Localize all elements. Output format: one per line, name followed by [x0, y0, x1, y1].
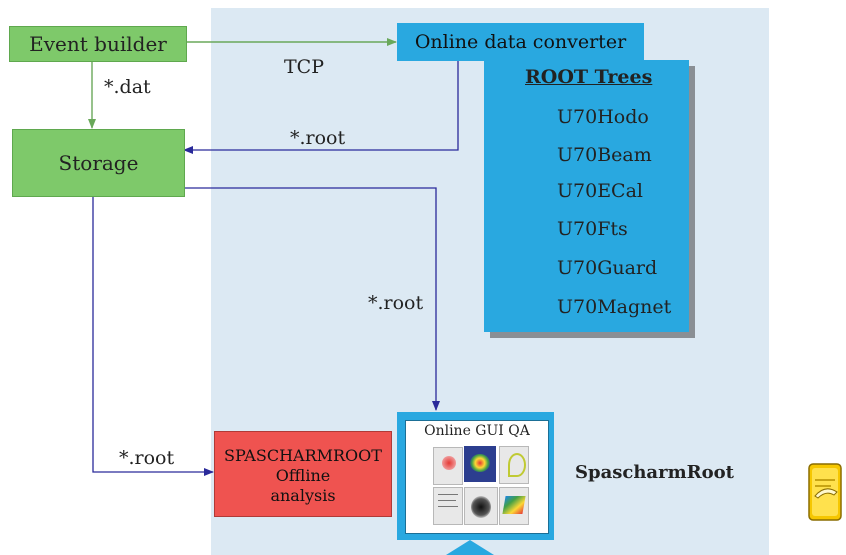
online-data-converter-node: Online data converter [397, 23, 644, 61]
monitor-stand [446, 540, 494, 555]
tree-item-ecal: U70ECal [557, 180, 644, 202]
edge-storage-gui [184, 187, 440, 411]
tree-item-hodo: U70Hodo [557, 106, 649, 128]
offline-analysis-line-2: Offline [275, 466, 331, 485]
edge-storage-offline [92, 196, 214, 476]
storage-label: Storage [58, 151, 139, 175]
offline-analysis-line-3: analysis [270, 486, 336, 505]
root-trees-title: ROOT Trees [525, 66, 653, 88]
online-gui-label: Online GUI QA [424, 423, 530, 439]
edge-label-root-offline: *.root [119, 447, 175, 469]
edge-label-root-gui: *.root [368, 292, 424, 314]
event-builder-node: Event builder [9, 26, 187, 62]
tree-item-magnet: U70Magnet [557, 296, 672, 318]
storage-node: Storage [12, 129, 185, 197]
edge-label-tcp: TCP [284, 56, 324, 78]
tree-item-guard: U70Guard [557, 257, 658, 279]
thumbnail-plot-4 [433, 487, 463, 525]
offline-analysis-node: SPASCHARMROOT Offline analysis [214, 431, 392, 517]
thumbnail-plot-1 [433, 447, 463, 485]
thumbnail-plot-3 [499, 446, 529, 484]
edge-label-root-storage: *.root [290, 127, 346, 149]
thumbnail-plot-5 [464, 487, 498, 525]
online-data-converter-label: Online data converter [414, 31, 627, 53]
comment-note-icon[interactable] [808, 462, 842, 522]
thumbnail-plot-2 [464, 446, 496, 482]
thumbnail-plot-6 [499, 487, 529, 525]
edge-label-dat: *.dat [104, 76, 151, 98]
event-builder-label: Event builder [29, 32, 167, 56]
tree-item-fts: U70Fts [557, 218, 628, 240]
spascharmroot-label: SpascharmRoot [575, 462, 734, 483]
tree-item-beam: U70Beam [557, 144, 652, 166]
root-trees-box [484, 60, 689, 332]
edge-converter-storage [183, 60, 459, 154]
offline-analysis-line-1: SPASCHARMROOT [224, 446, 382, 465]
